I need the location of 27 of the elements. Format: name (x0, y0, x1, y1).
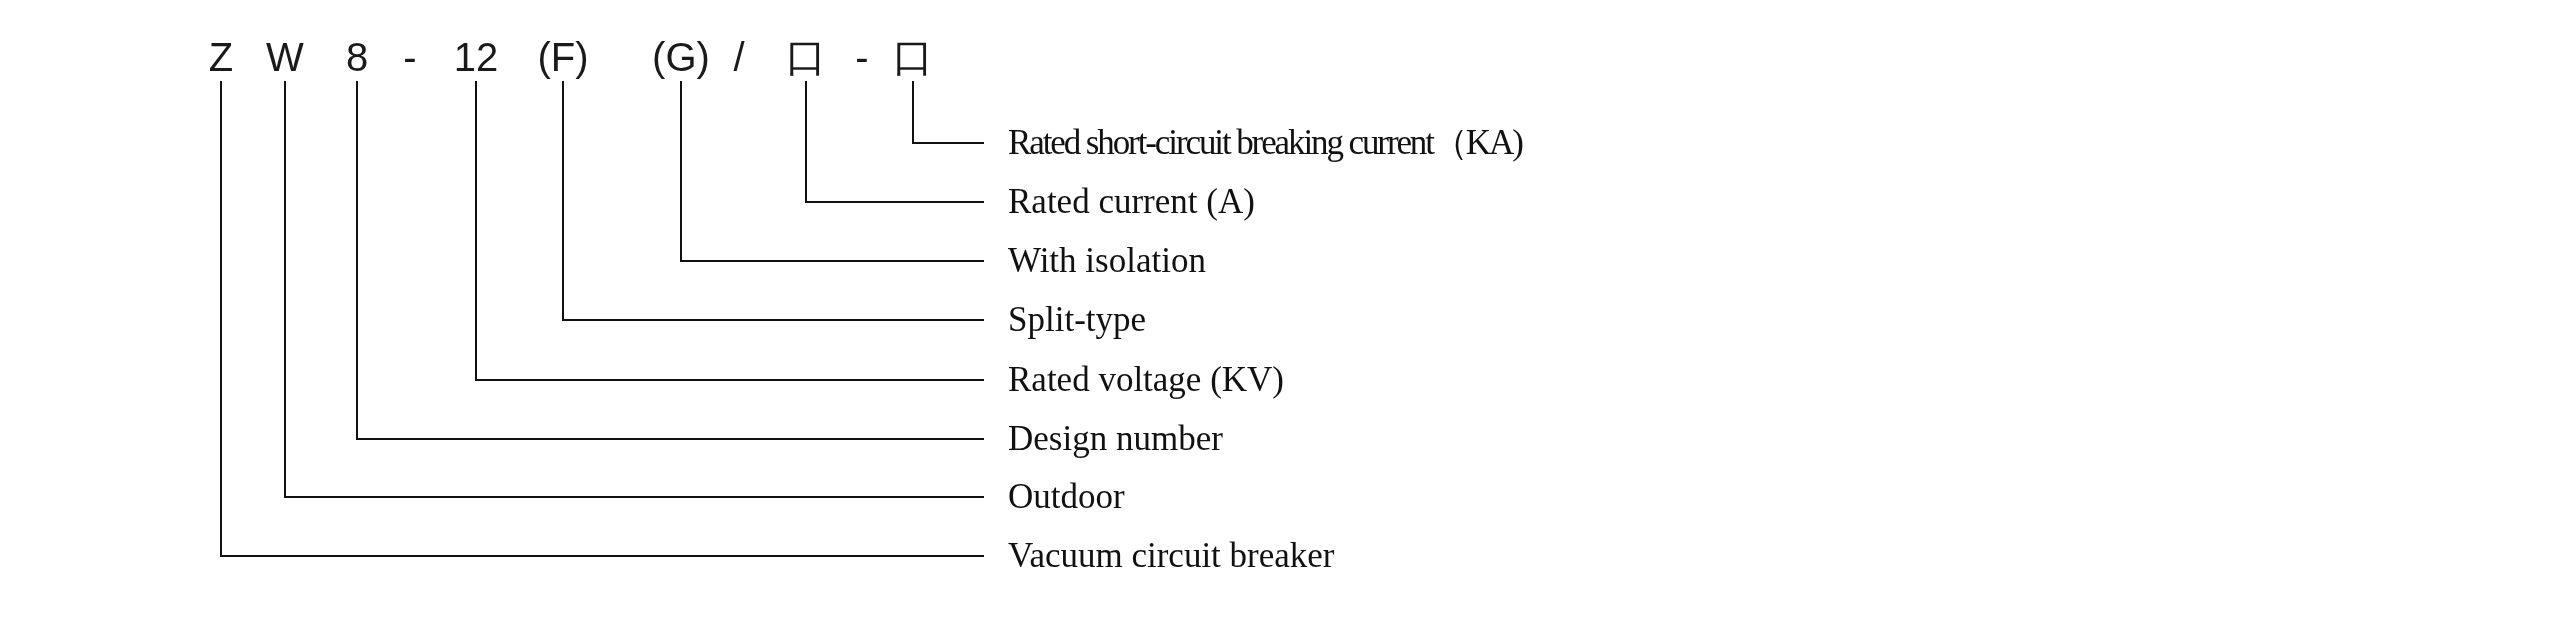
model-code-label: (F) (537, 33, 589, 81)
description-label: Outdoor (1008, 477, 1125, 517)
description-label: Rated short-circuit breaking current（KA) (1008, 123, 1522, 163)
separator-label: - (855, 34, 869, 81)
leader-line (220, 80, 985, 557)
leader-line (475, 80, 985, 381)
model-code-label: W (266, 33, 304, 81)
model-code-label: 8 (345, 33, 369, 81)
description-label: Rated current (A) (1008, 182, 1255, 222)
leader-line (805, 80, 985, 203)
model-code-label: (G) (652, 33, 710, 81)
separator-label: - (403, 34, 417, 81)
leader-line (912, 80, 985, 144)
leader-line (680, 80, 985, 262)
leader-line (562, 80, 985, 321)
separator-label: / (733, 34, 745, 81)
description-label: Split-type (1008, 300, 1147, 340)
model-code-label: 口 (786, 33, 826, 81)
model-code-label: 口 (893, 33, 933, 81)
model-code-label: 12 (453, 33, 499, 81)
leader-line (356, 80, 985, 440)
description-label: With isolation (1008, 241, 1206, 281)
description-label: Vacuum circuit breaker (1008, 536, 1335, 576)
model-code-label: Z (208, 33, 234, 81)
description-label: Design number (1008, 419, 1223, 459)
description-label: Rated voltage (KV) (1008, 360, 1285, 400)
leader-line (284, 80, 985, 498)
